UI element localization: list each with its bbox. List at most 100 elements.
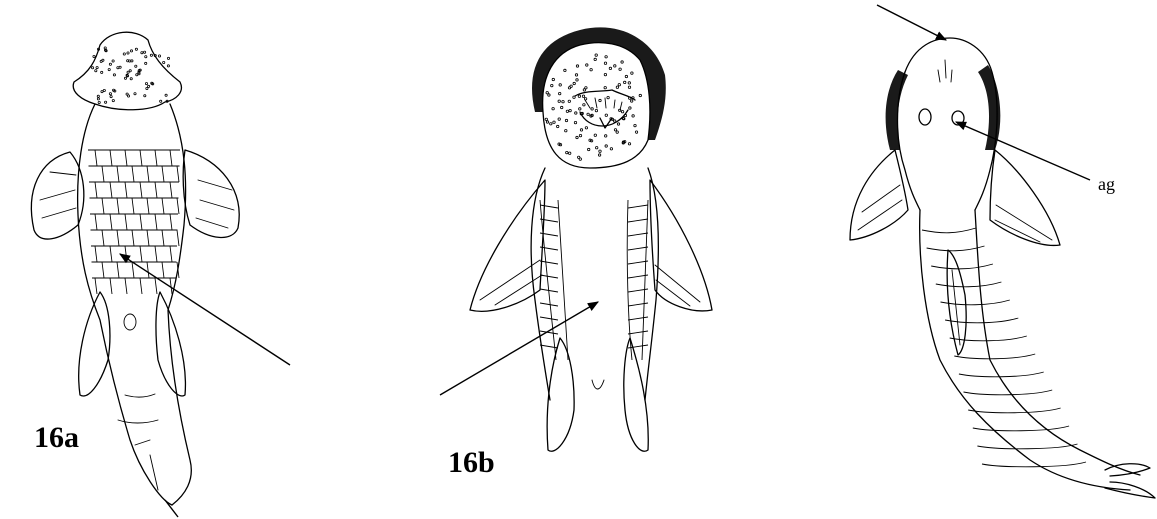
- stipple-dot: [110, 96, 112, 98]
- plate-col-line: [110, 214, 112, 230]
- stipple-dot: [605, 145, 607, 147]
- strip-right-line: [628, 261, 648, 264]
- plate-col-line: [155, 150, 157, 166]
- stipple-dot: [595, 109, 597, 111]
- pointer-line-16a-tail: [165, 500, 178, 517]
- stipple-dot: [108, 69, 110, 71]
- plate-col-line: [132, 198, 134, 214]
- stipple-dot: [605, 135, 607, 137]
- plate-col-line: [132, 262, 134, 278]
- plate-col-line: [110, 150, 112, 166]
- stipple-dot: [130, 78, 132, 80]
- stipple-dot: [167, 57, 169, 59]
- stipple-dot: [92, 67, 94, 69]
- stipple-dot: [97, 95, 99, 97]
- stipple-dot: [628, 143, 630, 145]
- plate-col-line: [117, 166, 119, 182]
- plate-col-line: [140, 214, 142, 230]
- strip-right-edges: [627, 200, 648, 360]
- stipple-dot: [576, 65, 578, 67]
- stipple-dot: [565, 130, 567, 132]
- stipple-dot: [141, 52, 143, 54]
- plate-col-line: [117, 262, 119, 278]
- stipple-dot: [610, 148, 612, 150]
- stipple-dot: [629, 107, 631, 109]
- stipple-dot: [635, 131, 637, 133]
- plate-col-line: [117, 230, 119, 246]
- stipple-dot: [587, 113, 589, 115]
- stipple-dot: [127, 95, 129, 97]
- stipple-dot: [145, 83, 147, 85]
- head-dots-16b: [545, 54, 641, 160]
- plate-col-line: [155, 246, 157, 262]
- stipple-dot: [123, 53, 125, 55]
- stipple-dot: [628, 86, 630, 88]
- stipple-dot: [631, 100, 633, 102]
- stipple-dot: [605, 114, 607, 116]
- strip-right-line: [628, 303, 648, 306]
- plate-col-line: [162, 198, 164, 214]
- stipple-dot: [588, 148, 590, 150]
- plate-col-line: [140, 278, 142, 294]
- plate-col-line: [125, 150, 127, 166]
- stipple-dot: [167, 65, 169, 67]
- body-plate-line: [977, 444, 1077, 449]
- stipple-dot: [546, 121, 548, 123]
- annotation-ag: ag: [1098, 174, 1115, 194]
- stipple-dot: [144, 51, 146, 53]
- plate-col-line: [95, 246, 97, 262]
- stipple-dot: [130, 50, 132, 52]
- plate-col-line: [170, 150, 172, 166]
- stipple-dot: [97, 98, 99, 100]
- stipple-dot: [573, 82, 575, 84]
- fish-16b-drawing: [470, 27, 712, 451]
- stipple-dot: [574, 121, 576, 123]
- plate-col-line: [147, 262, 149, 278]
- stipple-dot: [112, 60, 114, 62]
- stipple-dot: [570, 85, 572, 87]
- plate-col-line: [140, 246, 142, 262]
- strip-right-line: [628, 205, 648, 208]
- stipple-dot: [616, 131, 618, 133]
- body-plate-line: [931, 264, 993, 269]
- plate-col-line: [155, 278, 157, 294]
- plate-col-line: [155, 182, 157, 198]
- stipple-dot: [580, 129, 582, 131]
- stipple-dot: [566, 110, 568, 112]
- stipple-dot: [624, 81, 626, 83]
- stipple-dot: [569, 109, 571, 111]
- stipple-dot: [594, 134, 596, 136]
- stipple-dot: [618, 84, 620, 86]
- stipple-dot: [596, 147, 598, 149]
- plate-col-line: [95, 214, 97, 230]
- stipple-dot: [576, 79, 578, 81]
- plate-col-line: [102, 198, 104, 214]
- stipple-dot: [590, 69, 592, 71]
- body-plate-line: [973, 426, 1069, 431]
- strip-right-line: [628, 331, 648, 334]
- strip-right-line: [628, 247, 648, 250]
- stipple-dot: [545, 118, 547, 120]
- body-plates-16c: [922, 228, 1086, 467]
- stipple-dot: [604, 62, 606, 64]
- stipple-dot: [579, 158, 581, 160]
- plate-col-line: [147, 166, 149, 182]
- stipple-dot: [138, 73, 140, 75]
- plate-col-line: [125, 246, 127, 262]
- plate-col-line: [170, 278, 172, 294]
- stipple-dot: [599, 150, 601, 152]
- stipple-dot: [134, 93, 136, 95]
- plate-col-line: [117, 198, 119, 214]
- stipple-dot: [127, 52, 129, 54]
- stipple-dot: [158, 55, 160, 57]
- stipple-dot: [109, 93, 111, 95]
- plate-col-line: [125, 182, 127, 198]
- plate-col-line: [155, 214, 157, 230]
- stipple-dot: [95, 70, 97, 72]
- plate-col-line: [177, 198, 179, 214]
- fish-16c-drawing: [850, 38, 1155, 498]
- body-plate-line: [927, 246, 985, 251]
- stipple-dot: [576, 136, 578, 138]
- stipple-dot: [599, 99, 601, 101]
- stipple-dot: [585, 87, 587, 89]
